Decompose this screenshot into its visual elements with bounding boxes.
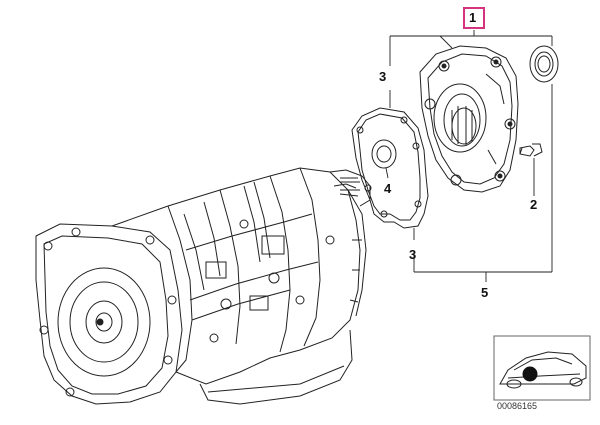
callout-part-3-upper: 3: [379, 69, 387, 84]
callout-leader-lines: [385, 30, 553, 282]
bolt-illustration: [519, 143, 543, 157]
callout-part-1: 1: [469, 10, 477, 25]
gasket-illustration: [351, 107, 429, 229]
callout-part-5: 5: [481, 285, 489, 300]
vehicle-locator-thumbnail: [493, 335, 591, 401]
callout-part-3-lower: 3: [409, 247, 417, 262]
pump-cover-illustration: [419, 45, 519, 193]
transmission-illustration: [35, 167, 371, 405]
callout-part-2: 2: [530, 197, 538, 212]
shaft-seal-illustration: [529, 45, 559, 83]
callout-part-4: 4: [384, 181, 392, 196]
part-1-highlight-box: [463, 7, 485, 29]
diagram-reference-code: 00086165: [497, 401, 538, 411]
